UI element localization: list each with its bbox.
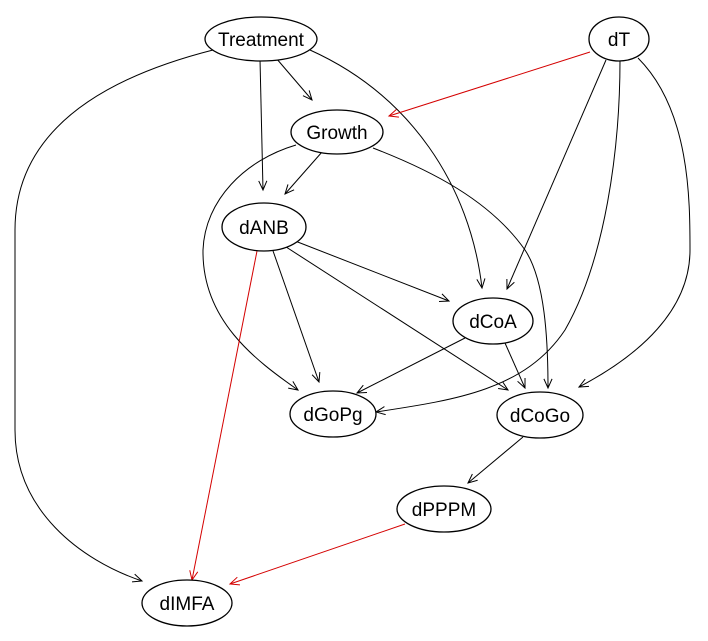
nodes-layer: Treatment dT Growth dANB dCoA dGoPg dCoG… xyxy=(141,16,650,627)
node-label: dIMFA xyxy=(160,594,215,615)
edge-dt-dcoa-arrowhead xyxy=(506,278,515,291)
node-dimfa: dIMFA xyxy=(141,579,233,627)
node-label: dCoA xyxy=(469,312,517,333)
edge-dt-growth xyxy=(388,51,591,117)
edge-dcogo-dpppm xyxy=(467,436,524,484)
edge-treatment-dimfa xyxy=(14,49,214,582)
node-label: dPPPM xyxy=(412,500,476,521)
edge-dt-growth-arrowhead xyxy=(387,108,399,118)
edge-growth-dcogo-arrowhead xyxy=(543,378,553,390)
edge-growth-dgopg xyxy=(202,144,299,391)
edge-danb-dimfa xyxy=(191,250,258,581)
node-label: dGoPg xyxy=(303,405,362,426)
node-dcoa: dCoA xyxy=(452,297,534,345)
node-dgopg: dGoPg xyxy=(289,390,377,438)
edge-danb-dcogo xyxy=(282,244,509,391)
edge-treatment-danb-arrowhead xyxy=(258,180,268,192)
node-label: Growth xyxy=(306,123,367,144)
node-dpppm: dPPPM xyxy=(396,485,492,533)
edge-danb-dgopg-arrowhead xyxy=(311,371,321,384)
edge-dcoa-dcogo xyxy=(504,342,526,389)
edge-growth-danb-arrowhead xyxy=(284,184,295,195)
node-danb: dANB xyxy=(221,202,307,252)
edges-layer xyxy=(14,49,691,586)
edge-treatment-dcoa xyxy=(309,49,483,289)
edge-treatment-growth-arrowhead xyxy=(302,90,313,101)
edge-danb-dgopg xyxy=(271,247,320,383)
node-label: Treatment xyxy=(218,30,305,51)
node-label: dT xyxy=(608,30,631,51)
edge-dcoa-dgopg xyxy=(356,337,466,394)
edge-treatment-growth xyxy=(275,57,313,101)
edge-treatment-dimfa-arrowhead xyxy=(131,573,144,583)
node-label: dANB xyxy=(239,218,289,239)
edge-dcoa-dgopg-arrowhead xyxy=(355,384,368,394)
edge-growth-danb xyxy=(284,151,323,195)
edge-dpppm-dimfa-arrowhead xyxy=(228,576,241,586)
edge-dcoa-dcogo-arrowhead xyxy=(517,377,526,390)
node-label: dCoGo xyxy=(510,406,570,427)
edge-growth-dgopg-arrowhead xyxy=(288,381,300,391)
edge-dcogo-dpppm-arrowhead xyxy=(467,473,478,484)
edge-growth-dcogo xyxy=(372,147,549,389)
node-dcogo: dCoGo xyxy=(496,391,584,439)
node-dt: dT xyxy=(588,16,650,62)
edge-danb-dcoa xyxy=(289,238,450,302)
edge-dt-dcogo xyxy=(578,57,691,388)
edge-dt-dcogo-arrowhead xyxy=(577,378,590,388)
node-growth: Growth xyxy=(290,109,384,155)
node-treatment: Treatment xyxy=(204,16,318,62)
edge-dt-dcoa xyxy=(506,59,607,290)
edge-treatment-danb xyxy=(259,58,264,191)
edge-danb-dcogo-arrowhead xyxy=(498,381,510,391)
edge-danb-dcoa-arrowhead xyxy=(438,293,451,302)
edge-dpppm-dimfa xyxy=(229,523,406,585)
edge-dt-dgopg xyxy=(375,59,621,413)
edge-treatment-dcoa-arrowhead xyxy=(476,278,486,290)
